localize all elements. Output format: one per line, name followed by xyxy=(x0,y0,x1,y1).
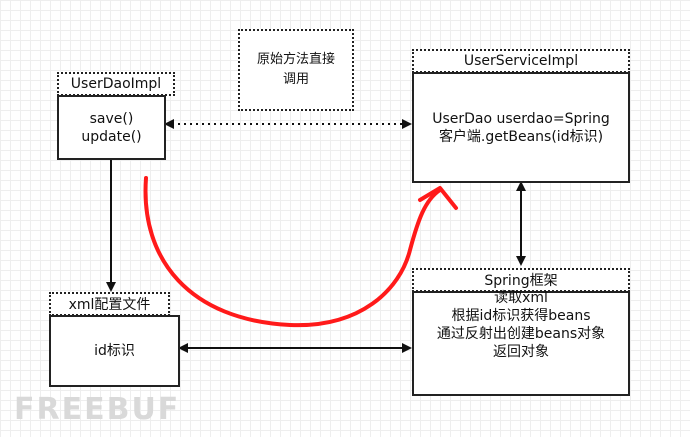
red-arrow-head xyxy=(418,186,458,210)
user-dao-impl-title-text: UserDaoImpl xyxy=(70,76,162,92)
user-dao-impl-title: UserDaoImpl xyxy=(57,72,175,96)
xml-config-id-label: id标识 xyxy=(94,343,135,359)
user-service-impl-body: UserDao userdao=Spring 客户端.getBeans(id标识… xyxy=(412,72,630,183)
xml-config-body: id标识 xyxy=(49,315,180,387)
spring-framework-body: 读取xml 根据id标识获得beans 通过反射出创建beans对象 返回对象 xyxy=(412,290,630,396)
spring-framework-title: Spring框架 xyxy=(412,268,630,292)
note-line-2: 调用 xyxy=(282,72,309,87)
xml-config-title: xml配置文件 xyxy=(49,292,170,316)
xml-config-title-text: xml配置文件 xyxy=(68,297,151,313)
user-dao-impl-body: save() update() xyxy=(57,95,166,160)
service-line-2: 客户端.getBeans(id标识) xyxy=(438,128,604,145)
spring-step-2: 根据id标识获得beans xyxy=(451,308,591,324)
user-service-impl-title-text: UserServiceImpl xyxy=(463,53,579,69)
note-line-1: 原始方法直接 xyxy=(256,52,335,67)
spring-step-4: 返回对象 xyxy=(493,344,549,360)
spring-step-1: 读取xml xyxy=(494,290,548,306)
spring-step-3: 通过反射出创建beans对象 xyxy=(436,326,606,342)
direct-call-note: 原始方法直接 调用 xyxy=(238,29,354,111)
spring-framework-title-text: Spring框架 xyxy=(484,273,558,289)
freebuf-watermark: FREEBUF xyxy=(14,392,181,427)
save-method: save() xyxy=(89,110,134,127)
service-line-1: UserDao userdao=Spring xyxy=(432,110,610,127)
red-flow-curve xyxy=(143,176,442,328)
update-method: update() xyxy=(81,128,142,145)
user-service-impl-title: UserServiceImpl xyxy=(412,49,630,73)
